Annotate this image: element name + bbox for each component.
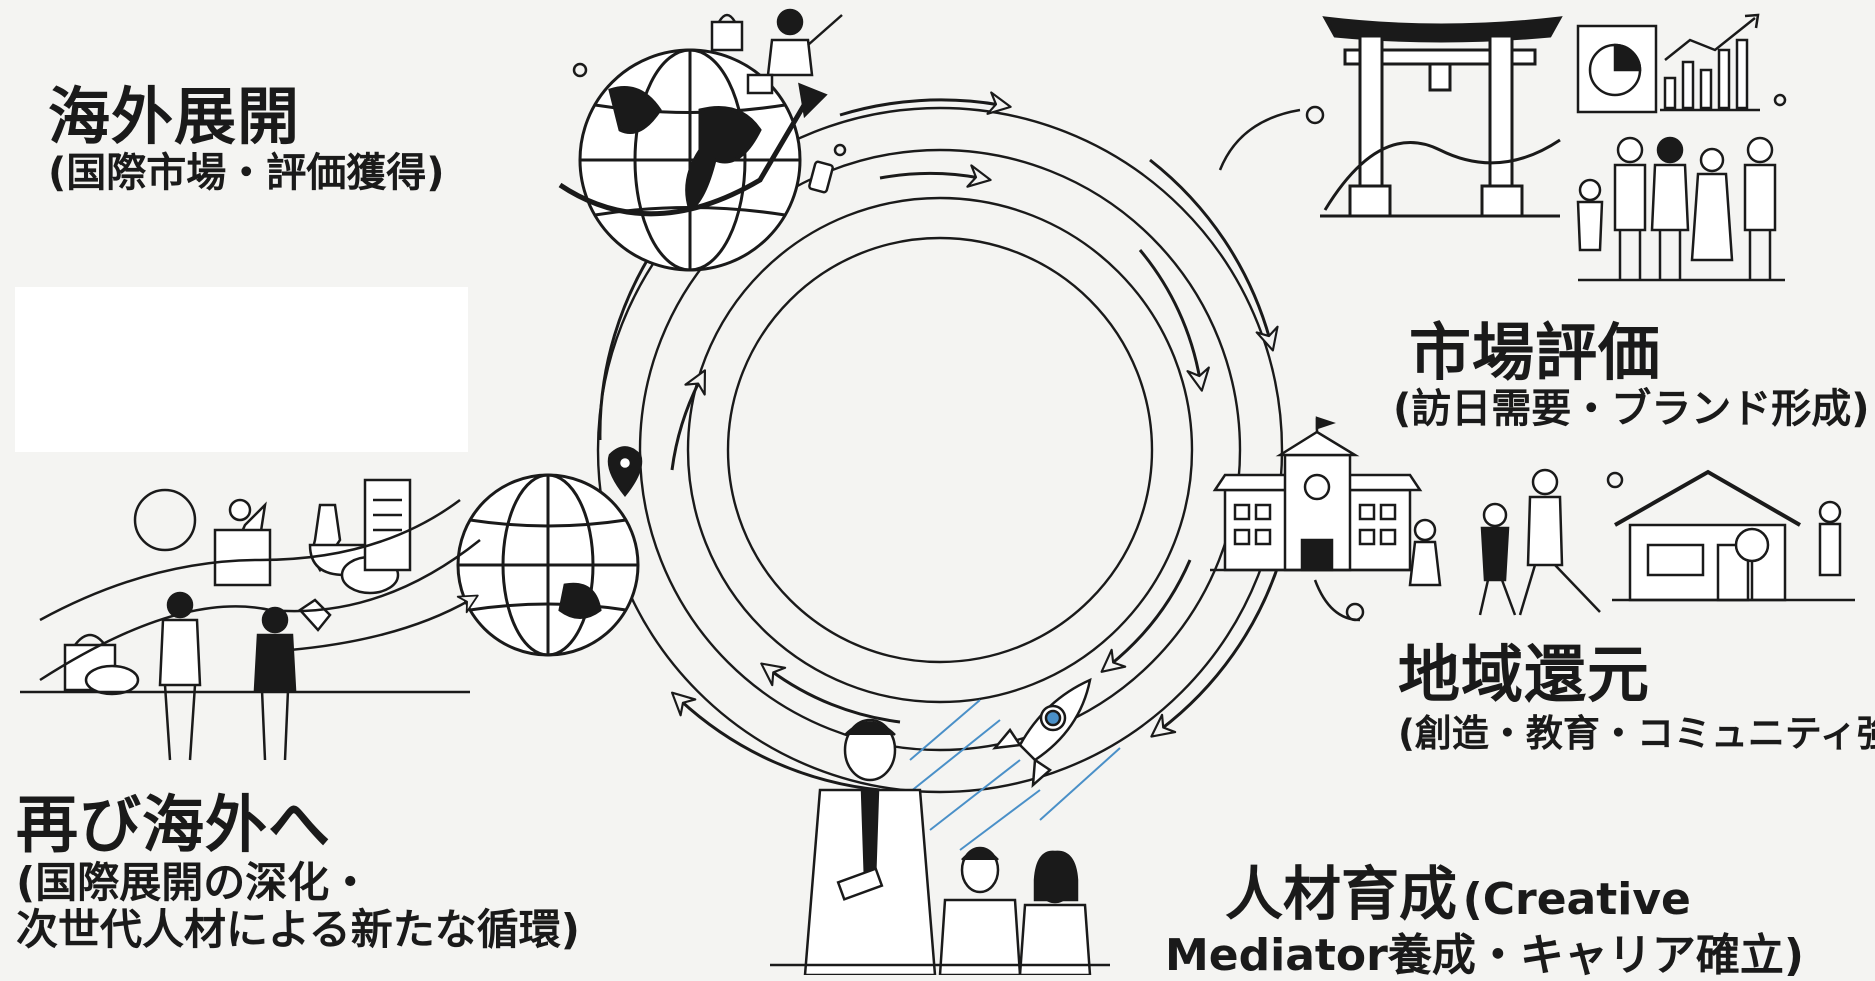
stage-subtitle-talent-line2: Mediator養成・キャリア確立)	[1165, 929, 1804, 981]
stage-market: 市場評価 (訪日需要・ブランド形成)	[1393, 316, 1870, 432]
stage-regional: 地域還元 (創造・教育・コミュニティ強化)	[1398, 640, 1875, 755]
inner-cycle-arrows	[670, 164, 1210, 724]
house-icon	[1612, 469, 1855, 602]
speed-lines	[899, 699, 1121, 851]
smartphone-icon	[808, 160, 834, 194]
blank-box	[15, 287, 468, 452]
family-icon	[1408, 468, 1601, 616]
bar-chart-icon	[1660, 13, 1760, 112]
rocket-icon	[992, 677, 1092, 788]
decor-swirls	[39, 62, 1787, 682]
school-building-icon	[1210, 416, 1425, 572]
pie-chart-icon	[1576, 24, 1658, 114]
stage-subtitle-regional: (創造・教育・コミュニティ強化)	[1398, 712, 1875, 756]
stage-title-regional: 地域還元	[1398, 638, 1651, 711]
people-icon	[158, 591, 332, 761]
cycle-rings	[596, 106, 1284, 794]
stage-subtitle-again-line2: 次世代人材による新たな循環)	[16, 905, 580, 955]
stage-title-again: 再び海外へ	[16, 788, 332, 861]
teacher-icon	[803, 718, 937, 975]
globe-icon	[456, 473, 640, 657]
globe-icon	[558, 48, 828, 272]
shopping-bag-icon	[710, 13, 744, 52]
stage-title-market: 市場評価	[1409, 316, 1662, 389]
stage-subtitle-overseas: (国際市場・評価獲得)	[48, 150, 445, 197]
stage-subtitle-again-line1: (国際展開の深化・	[16, 858, 372, 908]
stage-again: 再び海外へ (国際展開の深化・ 次世代人材による新たな循環)	[16, 790, 580, 954]
stage-subtitle-talent-line1: (Creative	[1462, 874, 1691, 925]
stage-talent: 人材育成 (Creative Mediator養成・キャリア確立)	[1165, 860, 1804, 981]
stage-subtitle-market: (訪日需要・ブランド形成)	[1393, 386, 1870, 433]
stage-title-overseas: 海外展開	[48, 80, 301, 153]
businessman-icon	[746, 8, 843, 95]
craft-goods-icon	[20, 478, 470, 696]
students-icon	[770, 846, 1110, 975]
stage-overseas: 海外展開 (国際市場・評価獲得)	[48, 82, 445, 196]
stage-title-talent: 人材育成	[1225, 860, 1458, 928]
location-pin-icon	[607, 446, 643, 498]
torii-gate-icon	[1320, 16, 1563, 218]
tourists-icon	[1576, 136, 1785, 282]
